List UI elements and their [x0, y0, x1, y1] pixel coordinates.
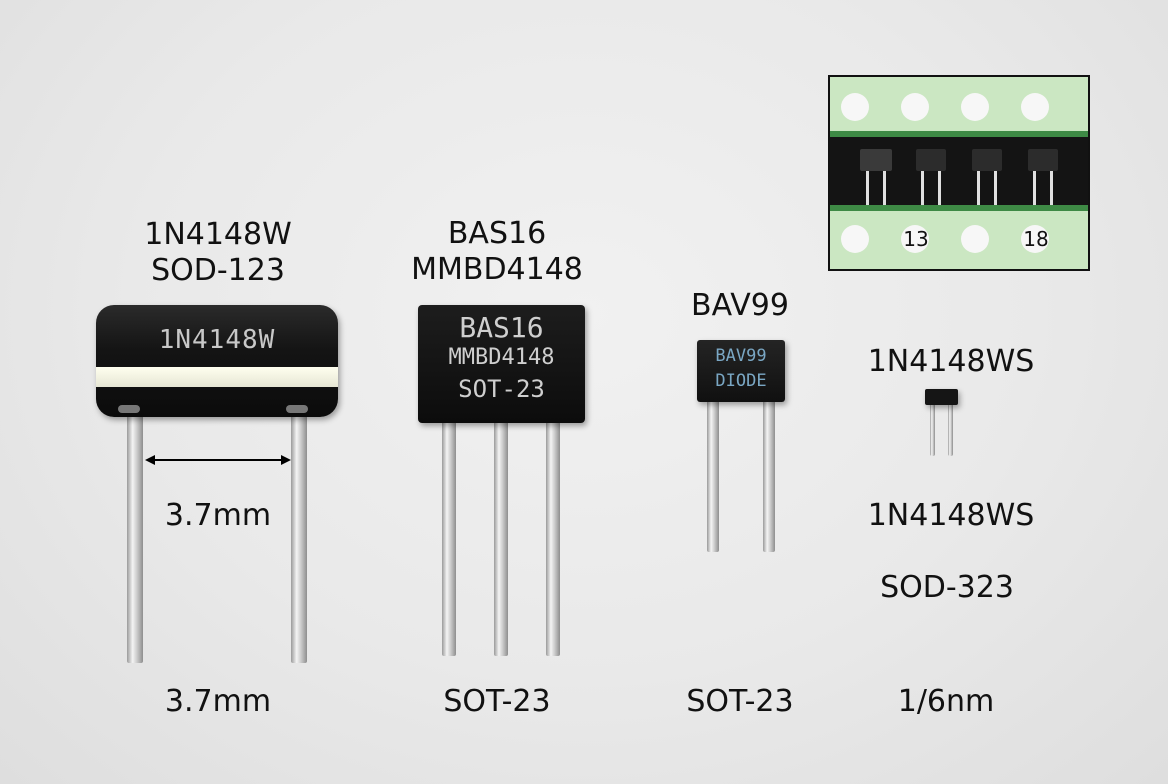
tape-reel-inset: 13 18 [828, 75, 1090, 271]
tape-number-18: 18 [1023, 227, 1049, 251]
sot23a-bottom-label: SOT-23 [443, 684, 551, 719]
sot23b-lead-2 [763, 398, 775, 552]
sod123-caption-part: 1N4148W [144, 217, 292, 252]
dimension-arrow [145, 452, 291, 468]
sod323-lead-1 [930, 400, 935, 456]
sod123-caption-package: SOD-123 [151, 253, 285, 288]
sot23a-marking-3: SOT-23 [458, 375, 545, 403]
sod123-cathode-band [96, 367, 338, 387]
sot23a-marking-2: MMBD4148 [448, 345, 555, 370]
tape-reel-illustration [830, 77, 1088, 269]
sot23a-caption: BAS16 MMBD4148 [411, 216, 583, 288]
sod123-lead-left [127, 405, 143, 663]
dimension-label: 3.7mm [164, 498, 272, 533]
sot23a-caption-part: BAS16 [447, 216, 547, 251]
sot23b-marking-1: BAV99 [715, 346, 767, 366]
sod123-caption: 1N4148W SOD-123 [144, 217, 292, 289]
sod123-bottom-label: 3.7mm [164, 684, 272, 719]
sot23b-lead-1 [707, 398, 719, 552]
tape-number-13: 13 [903, 227, 929, 251]
sod323-lead-2 [948, 400, 953, 456]
sot23b-marking-2: DIODE [715, 371, 767, 391]
sod123-body: 1N4148W [96, 305, 338, 417]
sot23a-marking-1: BAS16 [459, 311, 544, 344]
sod123-pad-right [286, 405, 308, 413]
sod323-bottom-label: 1/6nm [897, 684, 995, 719]
sot23a-lead-1 [442, 420, 456, 656]
sod123-body-marking: 1N4148W [158, 325, 276, 355]
sod323-caption-package: SOD-323 [880, 570, 1014, 605]
sod323-caption-top: 1N4148WS [867, 344, 1035, 379]
sot23a-lead-3 [546, 420, 560, 656]
sot23a-body: BAS16 MMBD4148 SOT-23 [418, 305, 585, 423]
sod123-pad-left [118, 405, 140, 413]
sot23b-body: BAV99 DIODE [697, 340, 785, 402]
sod123-lead-right [291, 405, 307, 663]
sod323-caption-mid: 1N4148WS [867, 498, 1035, 533]
sod323-body [925, 389, 958, 405]
sot23a-lead-2 [494, 420, 508, 656]
sot23a-caption-alt: MMBD4148 [411, 252, 583, 287]
sot23b-bottom-label: SOT-23 [686, 684, 794, 719]
sot23b-caption: BAV99 [691, 288, 789, 323]
